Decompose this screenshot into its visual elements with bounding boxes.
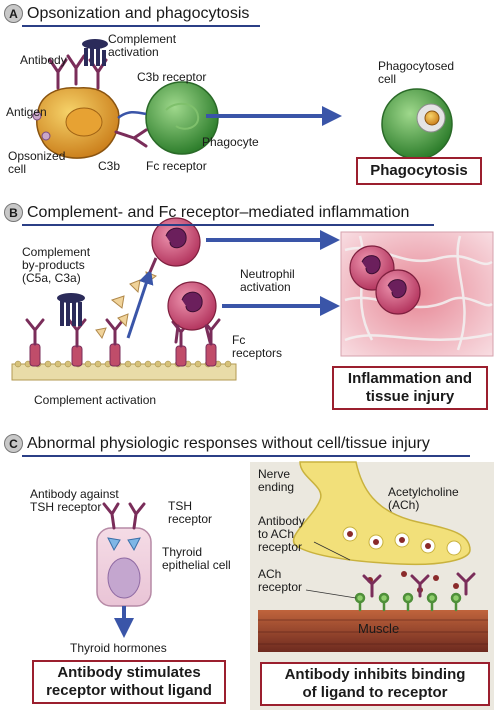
label-complement-byproducts: Complement by-products (C5a, C3a) bbox=[22, 245, 91, 285]
label-muscle: Muscle bbox=[358, 621, 400, 636]
panel-a-title: Opsonization and phagocytosis bbox=[27, 4, 250, 22]
complement-complex bbox=[82, 39, 108, 66]
label-nerve-ending: Nerve ending bbox=[258, 467, 295, 494]
cell-membrane bbox=[11, 363, 237, 381]
antigen-marker bbox=[41, 131, 51, 141]
panel-c-leader-lines bbox=[305, 541, 357, 599]
ach-receptor-antibodies bbox=[362, 572, 476, 598]
outcome-inflammation: Inflammation and tissue injury bbox=[332, 366, 488, 410]
panel-a-header: A Opsonization and phagocytosis bbox=[4, 4, 249, 23]
panel-b-letter: B bbox=[4, 203, 23, 222]
tsh-antibodies bbox=[102, 502, 146, 530]
panel-c-header: C Abnormal physiologic responses without… bbox=[4, 434, 430, 453]
outcome-phagocytosis: Phagocytosis bbox=[356, 157, 482, 185]
label-acetylcholine: Acetylcholine (ACh) bbox=[388, 485, 459, 512]
label-c3b-receptor: C3b receptor bbox=[137, 70, 207, 84]
tissue-fibers bbox=[344, 235, 493, 351]
label-ach-receptor: ACh receptor bbox=[258, 567, 303, 594]
label-antigen: Antigen bbox=[6, 105, 47, 119]
panel-b-header: B Complement- and Fc receptor–mediated i… bbox=[4, 203, 409, 222]
membrane-complement bbox=[57, 293, 85, 326]
panel-a-letter: A bbox=[4, 4, 23, 23]
fc-receptor-link bbox=[114, 128, 148, 148]
byproduct-arrow bbox=[126, 269, 154, 339]
phagocyte-lobe bbox=[165, 102, 200, 130]
nerve-ending bbox=[292, 461, 471, 566]
label-thyroid-cell: Thyroid epithelial cell bbox=[162, 545, 231, 572]
panel-c-rule bbox=[22, 455, 470, 457]
label-fc-receptors: Fc receptors bbox=[232, 333, 283, 360]
label-neutrophil-activation: Neutrophil activation bbox=[240, 267, 295, 294]
label-antibody-to-ach: Antibody to ACh receptor bbox=[258, 514, 305, 554]
thyroid-nucleus bbox=[107, 557, 141, 599]
label-complement-activation-b: Complement activation bbox=[34, 393, 157, 407]
label-antibody-against-tsh: Antibody against TSH receptor bbox=[30, 487, 119, 514]
panel-c-letter: C bbox=[4, 434, 23, 453]
label-fc-receptor: Fc receptor bbox=[146, 159, 207, 173]
label-c3b: C3b bbox=[98, 159, 121, 173]
panel-c-title: Abnormal physiologic responses without c… bbox=[27, 434, 430, 452]
label-opsonized-cell: Opsonized cell bbox=[8, 149, 66, 176]
outcome-stimulates: Antibody stimulates receptor without lig… bbox=[32, 660, 226, 704]
label-tsh-receptor: TSH receptor bbox=[168, 499, 213, 526]
antigen-marker bbox=[32, 111, 42, 121]
label-complement-activation: Complement activation bbox=[108, 32, 177, 59]
panel-b-rule bbox=[22, 224, 434, 226]
muscle bbox=[258, 610, 488, 652]
label-phagocyte: Phagocyte bbox=[202, 135, 259, 149]
panel-a-rule bbox=[22, 25, 260, 27]
neutrophil-fc-receptors bbox=[174, 324, 212, 344]
c3b-receptor-link bbox=[117, 111, 147, 120]
tsh-receptors bbox=[107, 537, 141, 552]
ach-receptors bbox=[354, 592, 462, 612]
label-antibody: Antibody bbox=[20, 53, 67, 67]
label-phagocytosed-cell: Phagocytosed cell bbox=[378, 59, 455, 86]
engulfed-cell bbox=[424, 110, 440, 126]
antigen-nucleus bbox=[65, 107, 103, 137]
outcome-inhibits: Antibody inhibits binding of ligand to r… bbox=[260, 662, 490, 706]
muscle-striations bbox=[258, 619, 488, 645]
label-thyroid-hormones: Thyroid hormones bbox=[70, 641, 167, 655]
panel-b-title: Complement- and Fc receptor–mediated inf… bbox=[27, 203, 410, 221]
